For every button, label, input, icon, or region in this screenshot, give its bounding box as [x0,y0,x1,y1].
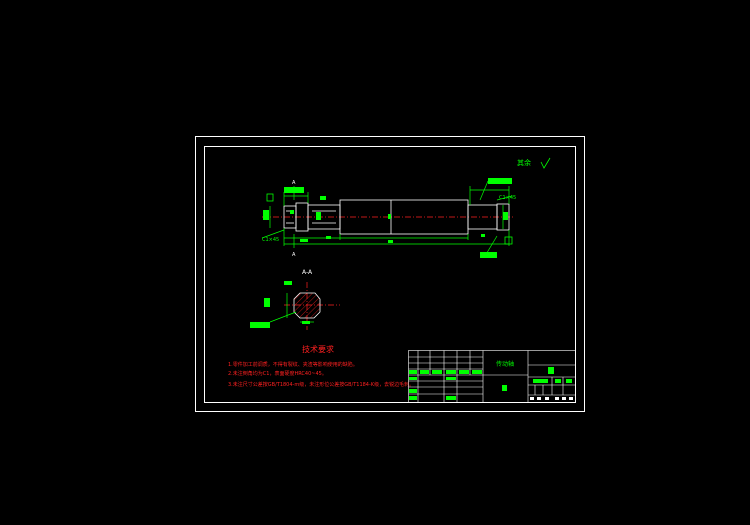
notes-title: 技术要求 [302,344,334,354]
dim-text-2 [320,196,326,200]
section-hatched-area [293,292,321,319]
main-view-dimensions [261,180,513,257]
dim-text-1 [290,210,294,214]
section-dim-text-2 [264,298,270,307]
dim-text-7 [388,214,391,219]
roughness-note: 其余 [517,157,551,169]
roughness-note-label: 其余 [517,158,531,167]
chamfer-label-left: C1×45 [262,237,279,243]
dia-text-step [316,212,321,220]
title-block-fills [409,367,573,400]
leader-chamfer-right [496,195,513,201]
leader-chamfer-left [261,229,285,239]
tol-frame-top-right [488,178,512,184]
roughness-symbol-icon [540,157,551,169]
datum-box-left [266,193,274,202]
section-leader [269,311,297,323]
section-dim-text [284,281,292,285]
title-block-part-name: 传动轴 [496,360,514,368]
technical-notes: 技术要求 1.零件加工前调质，不得有裂纹、夹渣等影响使用的缺陷。 2.未注倒角均… [228,344,414,388]
section-tol-frame [250,322,270,328]
dia-text-left [263,210,269,220]
title-block [408,350,576,403]
datum-box-right [504,236,513,245]
dim-text-5 [481,234,485,237]
shaft-main-view [262,199,515,235]
notes-item-2: 2.未注倒角均为C1，表面硬度HRC40~45。 [228,370,327,377]
notes-item-1: 1.零件加工前调质，不得有裂纹、夹渣等影响使用的缺陷。 [228,361,358,368]
dimension-text-marks [263,178,513,258]
section-marker-top: A [292,180,296,186]
outer-sheet-border [195,136,585,412]
tol-frame-bottom-right [480,252,497,258]
dim-text-3 [326,236,331,239]
section-view-title: A-A [302,269,313,276]
dim-text-4 [388,240,393,243]
dia-text-right [503,212,508,220]
shaft-main-body [339,199,469,235]
section-view [250,281,340,330]
notes-item-3: 3.未注尺寸公差按GB/T1804-m级，未注形位公差按GB/T1184-K级，… [228,381,414,388]
shaft-step-3 [307,204,341,230]
chamfer-label-right: C1×45 [499,195,516,201]
leader-tol-top [479,180,489,201]
section-dim-text-3 [302,321,310,324]
section-marker-bottom: A [292,252,296,258]
title-block-border [408,350,576,403]
inner-drawing-frame [204,146,576,403]
dim-text-6 [300,239,308,242]
tol-frame-top-left [284,187,304,193]
shaft-end-right [496,203,510,231]
